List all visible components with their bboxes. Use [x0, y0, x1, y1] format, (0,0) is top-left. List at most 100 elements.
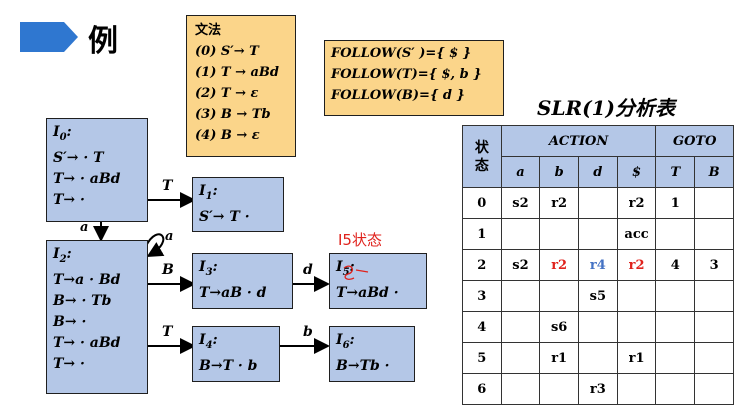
table-cell — [577, 218, 618, 250]
table-cell — [694, 342, 734, 374]
table-cell: s2 — [500, 249, 541, 281]
state-name: I1: — [199, 183, 218, 202]
table-cell — [655, 342, 696, 374]
production-1: (1) T → aBd — [195, 65, 279, 80]
state-i1: I1: S′→ T · — [192, 177, 284, 232]
table-cell: r1 — [616, 342, 657, 374]
table-cell — [694, 187, 734, 219]
table-cell — [500, 218, 541, 250]
col-header: $ — [616, 156, 657, 188]
red-scribble-icon — [343, 265, 369, 280]
table-cell-highlight: r4 — [577, 249, 618, 281]
production-2: (2) T → ε — [195, 86, 259, 101]
table-cell: r3 — [577, 373, 618, 405]
row-state: 2 — [462, 249, 502, 281]
table-cell — [616, 373, 657, 405]
table-row: 2 s2 r2 r4 r2 4 3 — [462, 249, 734, 281]
table-cell: r1 — [539, 342, 579, 374]
table-cell — [655, 373, 696, 405]
item: T→aB · d — [199, 284, 267, 301]
item: T→a · Bd — [53, 271, 121, 288]
table-cell — [655, 311, 696, 343]
arrow-i2-self — [145, 233, 165, 258]
table-cell — [694, 311, 734, 343]
production-4: (4) B → ε — [195, 128, 260, 143]
col-header: B — [694, 156, 734, 188]
state-name: II00: — [53, 124, 72, 143]
table-cell: s2 — [500, 187, 541, 219]
item: S′→ T · — [199, 208, 250, 225]
label-i2-i4: T — [162, 324, 173, 340]
row-state: 6 — [462, 373, 502, 405]
table-cell — [694, 373, 734, 405]
row-state: 4 — [462, 311, 502, 343]
follow-box: FOLLOW(S′ )={ $ } FOLLOW(T)={ $, b } FOL… — [324, 40, 504, 116]
row-state: 5 — [462, 342, 502, 374]
row-state: 0 — [462, 187, 502, 219]
item: B→Tb · — [336, 357, 390, 374]
slr-table: 状态 ACTION GOTO a b d $ T B 0 s2 r2 r2 1 … — [462, 125, 734, 405]
item: T→ · — [53, 355, 85, 372]
table-cell — [577, 342, 618, 374]
state-name: I4: — [199, 332, 218, 351]
table-cell — [500, 342, 541, 374]
goto-header: GOTO — [655, 125, 734, 157]
table-row: 5 r1 r1 — [462, 342, 734, 374]
table-cell: s5 — [577, 280, 618, 312]
table-row: 1 acc — [462, 218, 734, 250]
state-i0: II00: S′→ · T T→ · aBd T→ · — [46, 118, 148, 222]
state-header: 状态 — [462, 125, 502, 188]
table-cell — [616, 280, 657, 312]
table-cell: 4 — [655, 249, 696, 281]
row-state: 1 — [462, 218, 502, 250]
table-row: 4 s6 — [462, 311, 734, 343]
follow-b: FOLLOW(B)={ d } — [331, 88, 465, 103]
item: T→ · aBd — [53, 170, 121, 187]
table-cell: s6 — [539, 311, 579, 343]
table-cell — [577, 187, 618, 219]
table-cell — [694, 280, 734, 312]
state-i5: I5: T→aBd · — [329, 253, 427, 309]
table-cell — [655, 218, 696, 250]
table-cell: r2 — [616, 187, 657, 219]
table-cell — [500, 311, 541, 343]
state-i4: I4: B→T · b — [192, 326, 280, 382]
table-cell — [694, 218, 734, 250]
table-cell — [616, 311, 657, 343]
label-i4-i6: b — [303, 324, 313, 340]
state-name: I3: — [199, 259, 218, 278]
table-cell: r2 — [539, 187, 579, 219]
item: T→ · aBd — [53, 334, 121, 351]
table-cell — [500, 280, 541, 312]
row-state: 3 — [462, 280, 502, 312]
item: T→ · — [53, 191, 85, 208]
table-row: 0 s2 r2 r2 1 — [462, 187, 734, 219]
table-title: SLR(1)分析表 — [537, 96, 675, 120]
follow-t: FOLLOW(T)={ $, b } — [331, 67, 482, 82]
item: B→ · Tb — [53, 292, 112, 309]
label-i2-i3: B — [162, 262, 174, 278]
col-header: d — [577, 156, 618, 188]
item: B→T · b — [199, 357, 258, 374]
item: B→ · — [53, 313, 87, 330]
label-i0-i1: T — [162, 178, 173, 194]
table-row: 3 s5 — [462, 280, 734, 312]
item: S′→ · T — [53, 149, 104, 166]
col-header: T — [655, 156, 696, 188]
i5-annotation: I5状态 — [338, 231, 382, 249]
table-cell-highlight: r2 — [616, 249, 657, 281]
action-header: ACTION — [500, 125, 657, 157]
state-header-text: 状态 — [474, 139, 489, 174]
table-row: 6 r3 — [462, 373, 734, 405]
production-3: (3) B → Tb — [195, 107, 271, 122]
item: T→aBd · — [336, 284, 399, 301]
table-cell — [539, 373, 579, 405]
state-name: I6: — [336, 332, 355, 351]
table-cell — [577, 311, 618, 343]
label-i2-self: a — [165, 229, 174, 244]
table-cell-highlight: r2 — [539, 249, 579, 281]
table-cell: acc — [616, 218, 657, 250]
state-i2: I2: T→a · Bd B→ · Tb B→ · T→ · aBd T→ · — [46, 240, 148, 394]
table-cell — [539, 280, 579, 312]
